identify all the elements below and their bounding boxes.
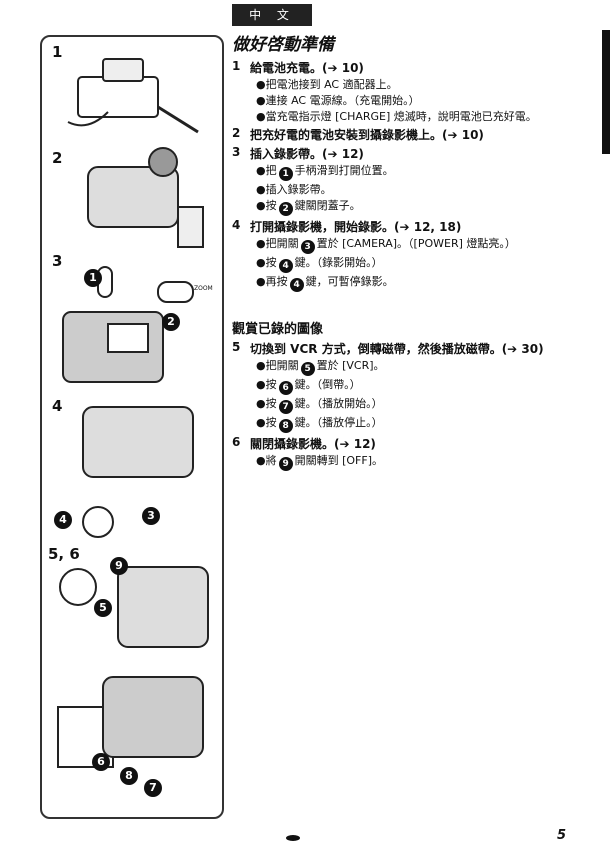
marker-circle: 8	[278, 419, 293, 433]
language-tab: 中 文	[232, 4, 312, 26]
marker-9: 9	[110, 557, 128, 575]
marker-circle: 3	[300, 240, 315, 254]
marker-3: 3	[142, 507, 160, 525]
marker-6: 6	[92, 753, 110, 771]
marker-1: 1	[84, 269, 102, 287]
section-title-playback: 觀賞已錄的圖像	[232, 322, 324, 337]
page-title: 做好啓動準備	[232, 35, 334, 55]
marker-8: 8	[120, 767, 138, 785]
marker-circle: 6	[278, 381, 293, 395]
figure-number-4: 4	[52, 397, 63, 415]
marker-circle: 5	[300, 362, 315, 376]
figure-2-camera-battery	[87, 147, 204, 248]
marker-circle: 9	[278, 457, 293, 471]
illustration-panel: 1 2 3 1 ZOOM 2 4 4 3 5, 6 9 5 6 8 7	[40, 35, 224, 819]
marker-circle: 7	[278, 400, 293, 414]
figure-5-vcr-mode	[59, 566, 209, 648]
marker-5: 5	[94, 599, 112, 617]
page-number: 5	[556, 828, 566, 843]
figure-number-5-6: 5, 6	[48, 545, 80, 563]
figure-number-1: 1	[52, 43, 63, 61]
marker-circle: 4	[278, 259, 293, 273]
marker-7: 7	[144, 779, 162, 797]
figure-number-3: 3	[52, 252, 63, 270]
marker-circle: 4	[289, 278, 304, 292]
marker-2: 2	[162, 313, 180, 331]
print-mark	[286, 835, 300, 841]
figure-1-charger	[67, 58, 199, 134]
figure-6-playback	[57, 676, 204, 768]
edge-marker	[602, 30, 610, 154]
zoom-label: ZOOM	[194, 285, 213, 292]
marker-circle: 1	[278, 167, 293, 181]
figure-3-insert-tape	[62, 266, 194, 383]
marker-4: 4	[54, 511, 72, 529]
figure-number-2: 2	[52, 149, 63, 167]
marker-circle: 2	[278, 202, 293, 216]
figure-4-record	[82, 406, 194, 538]
